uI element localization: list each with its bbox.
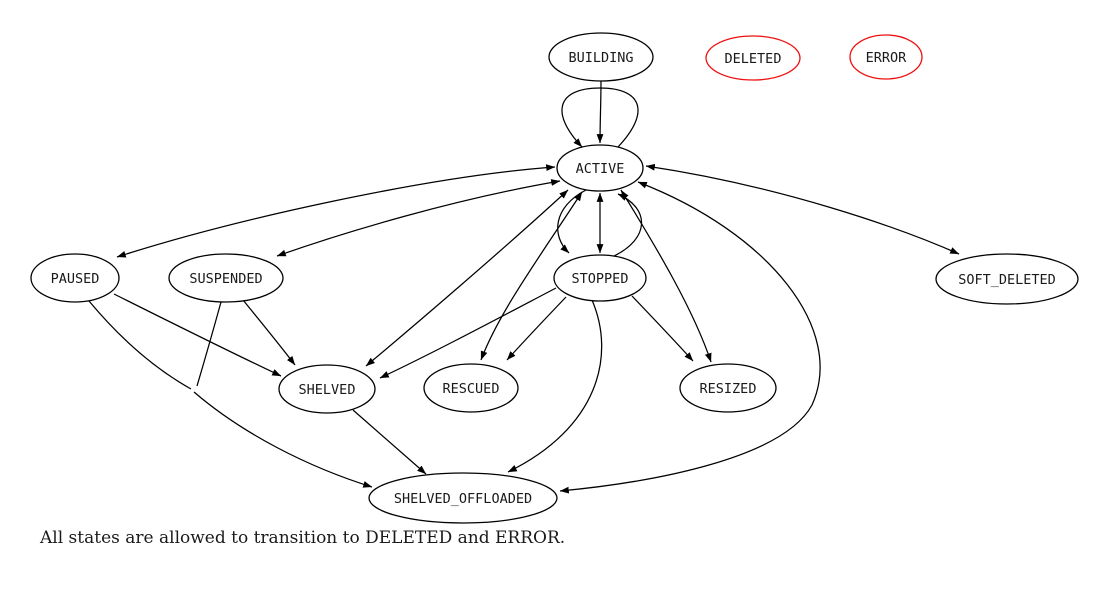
state-node-error: ERROR xyxy=(849,34,923,80)
state-node-stopped: STOPPED xyxy=(553,254,647,302)
shelved-offloaded-label: SHELVED_OFFLOADED xyxy=(394,491,532,507)
edge-active-soft-deleted xyxy=(645,163,960,255)
active-ellipse xyxy=(556,144,644,192)
error-ellipse xyxy=(849,34,923,80)
shelved-label: SHELVED xyxy=(299,382,356,398)
deleted-label: DELETED xyxy=(725,51,782,67)
state-node-active: ACTIVE xyxy=(556,144,644,192)
active-label: ACTIVE xyxy=(576,161,625,177)
deleted-ellipse xyxy=(705,35,801,81)
nodes-layer: BUILDING DELETED ERROR ACTIVE PAUSED SUS… xyxy=(30,32,1079,524)
resized-label: RESIZED xyxy=(700,381,757,397)
soft-deleted-ellipse xyxy=(935,253,1079,305)
edge-paused-merge-branch xyxy=(88,300,192,390)
edge-active-paused xyxy=(116,164,556,258)
edge-active-self-loop xyxy=(561,87,639,148)
edge-stopped-active-loop-in xyxy=(613,193,643,257)
edges-layer xyxy=(88,80,960,494)
resized-ellipse xyxy=(679,363,777,413)
error-label: ERROR xyxy=(866,50,908,66)
edge-active-suspended xyxy=(276,179,561,257)
state-node-shelved: SHELVED xyxy=(278,364,376,414)
rescued-ellipse xyxy=(423,363,519,413)
shelved-offloaded-ellipse xyxy=(368,472,558,524)
edge-stopped-shelved-offloaded xyxy=(507,299,603,473)
edge-shelved-shelved-offloaded xyxy=(352,409,427,475)
edge-suspended-merge-branch xyxy=(196,301,222,387)
edge-building-active xyxy=(596,80,604,144)
building-ellipse xyxy=(548,32,654,82)
building-label: BUILDING xyxy=(568,50,633,66)
edge-paused-shelved xyxy=(113,293,282,377)
stopped-label: STOPPED xyxy=(572,271,629,287)
edge-merged-shelved-offloaded xyxy=(193,391,373,488)
edge-stopped-shelved xyxy=(379,287,557,379)
state-node-suspended: SUSPENDED xyxy=(168,253,284,303)
state-node-shelved-offloaded: SHELVED_OFFLOADED xyxy=(368,472,558,524)
state-node-paused: PAUSED xyxy=(30,253,120,303)
state-node-soft-deleted: SOFT_DELETED xyxy=(935,253,1079,305)
stopped-ellipse xyxy=(553,254,647,302)
edge-active-shelved-offloaded xyxy=(559,181,821,494)
shelved-ellipse xyxy=(278,364,376,414)
edge-stopped-resized xyxy=(631,295,694,362)
suspended-ellipse xyxy=(168,253,284,303)
state-node-rescued: RESCUED xyxy=(423,363,519,413)
edge-stopped-rescued xyxy=(506,296,567,361)
state-node-building: BUILDING xyxy=(548,32,654,82)
paused-ellipse xyxy=(30,253,120,303)
edge-active-shelved xyxy=(365,189,569,367)
diagram-caption: All states are allowed to transition to … xyxy=(39,528,565,548)
soft-deleted-label: SOFT_DELETED xyxy=(958,272,1056,288)
rescued-label: RESCUED xyxy=(443,381,500,397)
paused-label: PAUSED xyxy=(51,271,100,287)
state-node-resized: RESIZED xyxy=(679,363,777,413)
edge-suspended-shelved xyxy=(242,299,296,366)
suspended-label: SUSPENDED xyxy=(189,271,262,287)
state-node-deleted: DELETED xyxy=(705,35,801,81)
